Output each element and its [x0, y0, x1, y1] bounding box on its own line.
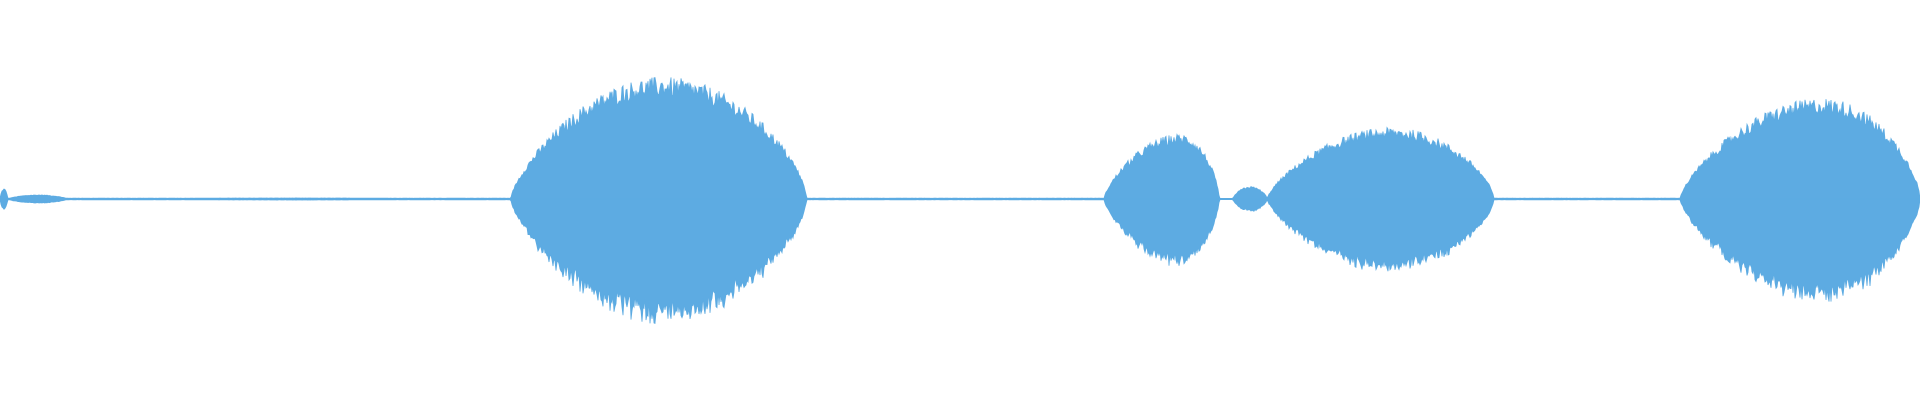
waveform-shape — [0, 77, 1920, 324]
